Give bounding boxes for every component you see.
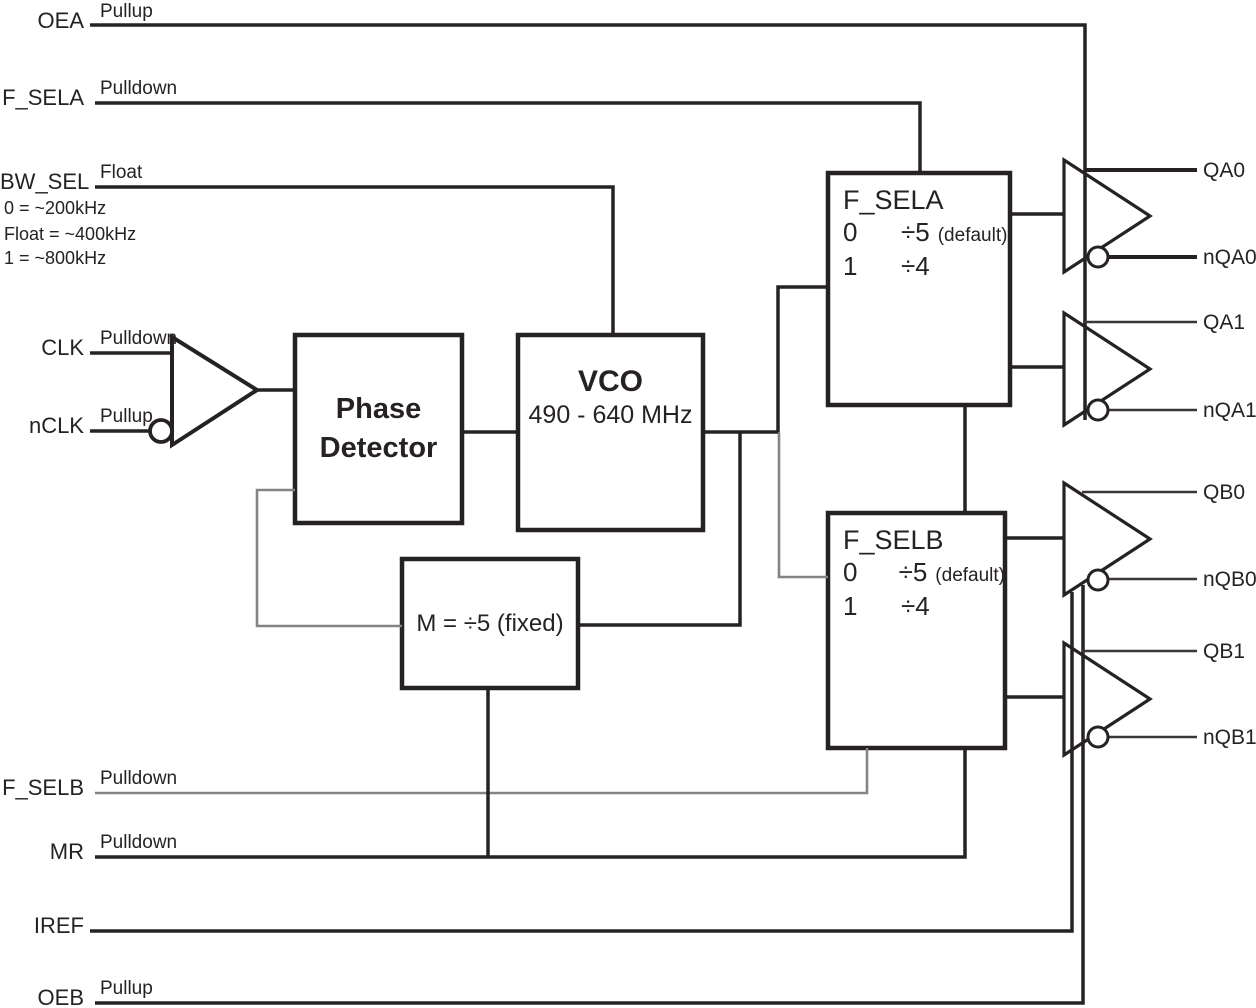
clk-input-buffer <box>170 333 261 449</box>
pin-label-qb1: QB1 <box>1203 640 1246 663</box>
f-sela-content: F_SELA 0 ÷5 (default) 1 ÷4 <box>828 173 1010 282</box>
f-sela-row0-note: (default) <box>937 225 1008 246</box>
pull-label-fsela: Pulldown <box>100 78 178 99</box>
pull-label-clk: Pulldown <box>100 328 178 349</box>
f-sela-box <box>825 170 1013 408</box>
pull-label-mr: Pulldown <box>100 832 178 853</box>
pin-label-clk: CLK <box>41 335 84 360</box>
bwsel-note-1: 1 = ~800kHz <box>4 248 107 268</box>
f-selb-row1-div: ÷4 <box>901 591 930 621</box>
bwsel-input-wire <box>95 185 615 335</box>
fselb-input-wire <box>95 748 869 795</box>
f-selb-row0-note: (default) <box>935 565 1005 586</box>
pin-label-nqb1: nQB1 <box>1203 726 1256 749</box>
pin-label-nqb0: nQB0 <box>1203 568 1256 591</box>
f-selb-box <box>825 510 1008 751</box>
pin-label-oea: OEA <box>37 8 84 33</box>
bwsel-note-float: Float = ~400kHz <box>4 224 137 244</box>
nqb0-invert-bubble <box>1086 568 1110 592</box>
nclk-invert-bubble <box>148 418 174 444</box>
vco-frequency-range: 490 - 640 MHz <box>528 401 693 429</box>
pin-label-mr: MR <box>49 839 84 864</box>
pull-label-oeb: Pullup <box>100 978 153 999</box>
mr-input-wire <box>95 748 967 859</box>
nqa1-invert-bubble <box>1086 398 1110 422</box>
vco-to-m-wire <box>578 432 742 627</box>
vco-title: VCO <box>577 365 643 398</box>
f-sela-row1-value: 1 <box>843 251 858 281</box>
m-divider-label: M = ÷5 (fixed) <box>402 559 578 688</box>
pin-label-nqa0: nQA0 <box>1203 246 1256 269</box>
bwsel-note-0: 0 = ~200kHz <box>4 198 107 218</box>
pin-label-oeb: OEB <box>37 985 84 1008</box>
f-selb-row0-value: 0 <box>843 557 858 587</box>
f-sela-row-0: 0 ÷5 (default) <box>843 217 1010 251</box>
vco-to-fselb-wire <box>777 432 828 579</box>
vco-label: VCO 490 - 640 MHz <box>518 335 703 530</box>
f-sela-row0-div: ÷5 <box>901 217 930 247</box>
pull-label-bwsel: Float <box>100 162 143 183</box>
phase-detector-line2: Detector <box>319 432 438 464</box>
pin-label-fselb: F_SELB <box>2 775 84 800</box>
f-selb-content: F_SELB 0 ÷5 (default) 1 ÷4 <box>828 513 1005 622</box>
vco-box <box>515 332 706 533</box>
f-selb-row0-div: ÷5 <box>898 557 928 587</box>
pull-label-oea: Pullup <box>100 1 153 22</box>
pin-label-nclk: nCLK <box>28 413 84 438</box>
phase-detector-line1: Phase <box>335 393 422 425</box>
m-divider-text: M = ÷5 (fixed) <box>416 609 564 637</box>
pd-m-feedback-wire <box>255 488 402 628</box>
output-buffer-qb1 <box>1062 640 1153 758</box>
pin-label-qb0: QB0 <box>1203 481 1246 504</box>
pin-label-bwsel: BW_SEL <box>0 169 90 194</box>
nqb1-invert-bubble <box>1086 725 1110 749</box>
f-selb-row-1: 1 ÷4 <box>843 591 1005 622</box>
oea-wire <box>90 23 1087 420</box>
phase-detector-box <box>292 332 465 526</box>
nqa0-invert-bubble <box>1086 245 1110 269</box>
f-selb-row-0: 0 ÷5 (default) <box>843 557 1005 591</box>
vco-to-fsela-wire <box>776 285 828 432</box>
pin-label-iref: IREF <box>33 913 84 938</box>
f-sela-title: F_SELA <box>843 185 944 215</box>
oeb-wire <box>95 585 1085 1005</box>
pin-label-fsela: F_SELA <box>2 85 84 110</box>
f-sela-row-1: 1 ÷4 <box>843 251 1010 282</box>
f-sela-row0-value: 0 <box>843 217 858 247</box>
fsela-input-wire <box>95 101 922 173</box>
pin-label-nqa1: nQA1 <box>1203 399 1256 422</box>
pin-label-qa0: QA0 <box>1203 159 1246 182</box>
f-selb-title: F_SELB <box>843 525 944 555</box>
pull-label-nclk: Pullup <box>100 406 153 427</box>
phase-detector-label: Phase Detector <box>295 335 462 523</box>
pin-label-qa1: QA1 <box>1203 311 1246 334</box>
f-selb-row1-value: 1 <box>843 591 858 621</box>
f-sela-row1-div: ÷4 <box>901 251 930 281</box>
iref-wire <box>90 592 1074 933</box>
m-divider-box <box>399 556 581 691</box>
pull-label-fselb: Pulldown <box>100 768 178 789</box>
